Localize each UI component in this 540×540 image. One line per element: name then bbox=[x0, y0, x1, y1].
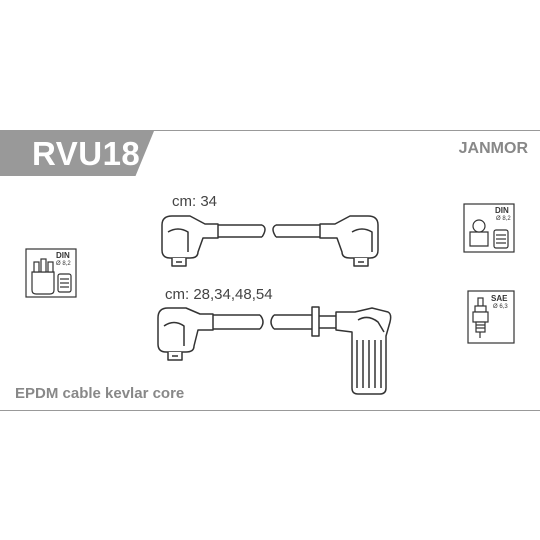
cable-2-wire bbox=[213, 306, 336, 337]
coil-size: Ø 8,2 bbox=[496, 216, 511, 222]
cable-2-right-boot bbox=[335, 307, 392, 395]
cable-1-wire bbox=[218, 224, 320, 238]
cable-1-length: cm: 34 bbox=[172, 193, 218, 210]
bottom-rule bbox=[0, 410, 540, 411]
distributor-standard: DIN bbox=[56, 251, 70, 260]
distributor-din-icon bbox=[25, 248, 77, 298]
part-number: RVU18 bbox=[32, 135, 141, 172]
spark-plug-size: Ø 6,3 bbox=[493, 304, 508, 310]
cable-2-length: cm: 28,34,48,54 bbox=[165, 286, 273, 303]
coil-standard: DIN bbox=[495, 206, 509, 215]
brand-name: JANMOR bbox=[458, 140, 528, 157]
spark-plug-standard: SAE bbox=[491, 294, 508, 303]
part-number-badge: RVU18 bbox=[0, 131, 154, 176]
cable-2-left-boot bbox=[157, 307, 214, 361]
cable-1-left-boot bbox=[161, 215, 219, 267]
distributor-size: Ø 8,2 bbox=[56, 261, 71, 267]
coil-din-icon bbox=[463, 203, 515, 253]
cable-description: EPDM cable kevlar core bbox=[15, 385, 185, 402]
top-rule bbox=[0, 130, 540, 131]
cable-1-right-boot bbox=[319, 215, 379, 267]
spark-plug-sae-icon bbox=[467, 290, 515, 344]
